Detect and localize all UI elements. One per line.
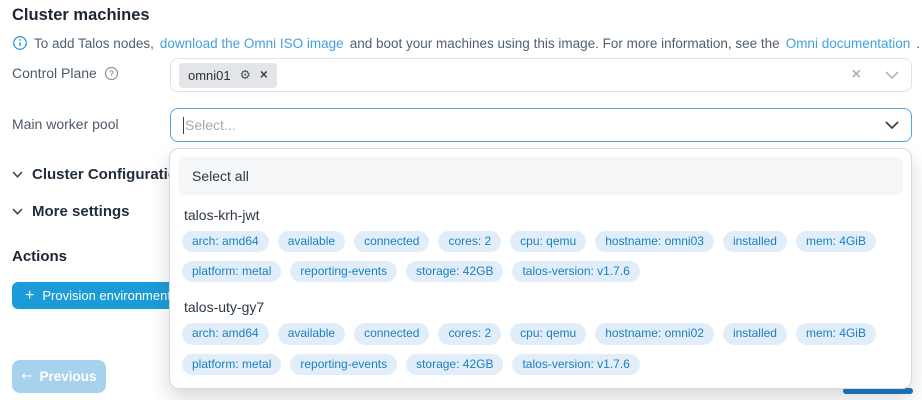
control-plane-select[interactable]: omni01 ⚙ × × xyxy=(170,58,912,92)
section-more-settings[interactable]: More settings xyxy=(12,203,130,220)
chevron-down-icon xyxy=(12,171,23,178)
machine-tag: cores: 2 xyxy=(438,231,502,253)
chevron-down-icon[interactable] xyxy=(885,71,899,80)
worker-pool-label: Main worker pool xyxy=(12,116,119,132)
worker-pool-placeholder: Select... xyxy=(185,117,236,133)
machine-tags: arch: amd64 available connected cores: 2 cpu… xyxy=(178,231,903,287)
machine-tag: talos-version: v1.7.6 xyxy=(512,353,640,375)
machine-tag: storage: 42GB xyxy=(406,353,504,375)
machine-name: talos-uty-gy7 xyxy=(184,299,265,316)
machine-tag: platform: metal xyxy=(182,353,282,375)
machine-tag: arch: amd64 xyxy=(182,231,269,253)
svg-text:?: ? xyxy=(109,68,114,78)
machine-tag: reporting-events xyxy=(290,261,398,283)
worker-pool-select[interactable]: Select... xyxy=(170,108,912,142)
machine-tag: cpu: qemu xyxy=(510,323,587,345)
page-title: Cluster machines xyxy=(12,6,150,24)
machine-tag: hostname: omni03 xyxy=(595,231,714,253)
download-iso-link[interactable]: download the Omni ISO image xyxy=(159,35,344,51)
selected-machine-tag: omni01 ⚙ × xyxy=(179,62,277,88)
machine-tag: available xyxy=(277,231,346,253)
machine-options: talos-krh-jwt arch: amd64 available connect… xyxy=(178,195,903,380)
help-icon[interactable]: ? xyxy=(104,66,119,81)
previous-button[interactable]: ← Previous xyxy=(12,360,106,393)
info-icon xyxy=(13,36,27,50)
machine-name: talos-krh-jwt xyxy=(184,207,260,223)
chevron-down-icon xyxy=(12,208,23,215)
machine-tag: cpu: qemu xyxy=(510,231,587,253)
control-plane-label: Control Plane ? xyxy=(12,65,119,81)
machine-option[interactable]: talos-uty-gy7 arch: amd64 available connect… xyxy=(178,287,903,379)
machine-select-dropdown: Select all talos-krh-jwt arch: amd64 avail… xyxy=(169,148,912,389)
machine-tag: cores: 2 xyxy=(438,323,502,345)
remove-tag-icon[interactable]: × xyxy=(259,67,268,83)
section-cluster-configuration[interactable]: Cluster Configuration xyxy=(12,166,186,183)
text-cursor xyxy=(183,116,184,134)
machine-tag: connected xyxy=(354,323,430,345)
machine-tag: installed xyxy=(722,323,787,345)
chevron-down-icon[interactable] xyxy=(885,121,899,130)
machine-tags: arch: amd64 available connected cores: 2 cpu… xyxy=(178,323,903,379)
note-text: and boot your machines using this image.… xyxy=(349,35,780,51)
machine-tag: storage: 42GB xyxy=(406,261,504,283)
machine-tag: mem: 4GiB xyxy=(795,323,876,345)
note-text: . xyxy=(916,35,921,51)
machine-tag: installed xyxy=(722,231,787,253)
plus-icon: + xyxy=(25,286,35,304)
machine-option[interactable]: talos-krh-jwt arch: amd64 available connect… xyxy=(178,195,903,287)
machine-tag: connected xyxy=(354,231,430,253)
back-arrow-icon: ← xyxy=(21,369,33,384)
machine-tag: hostname: omni02 xyxy=(595,323,714,345)
machine-tag: talos-version: v1.7.6 xyxy=(512,261,640,283)
machine-tag: reporting-events xyxy=(290,353,398,375)
machine-tag: arch: amd64 xyxy=(182,323,269,345)
machine-tag: available xyxy=(277,323,346,345)
info-note: To add Talos nodes, download the Omni IS… xyxy=(12,35,920,51)
clear-selection-icon[interactable]: × xyxy=(851,66,861,83)
omni-docs-link[interactable]: Omni documentation xyxy=(785,35,911,51)
next-button-partial[interactable] xyxy=(843,388,913,394)
machine-tag: mem: 4GiB xyxy=(795,231,876,253)
note-text: To add Talos nodes, xyxy=(34,35,154,51)
selected-machine-name: omni01 xyxy=(188,67,231,83)
machine-tag: platform: metal xyxy=(182,261,282,283)
select-all-option[interactable]: Select all xyxy=(178,157,903,195)
gear-icon[interactable]: ⚙ xyxy=(239,66,251,82)
actions-heading: Actions xyxy=(12,248,68,265)
